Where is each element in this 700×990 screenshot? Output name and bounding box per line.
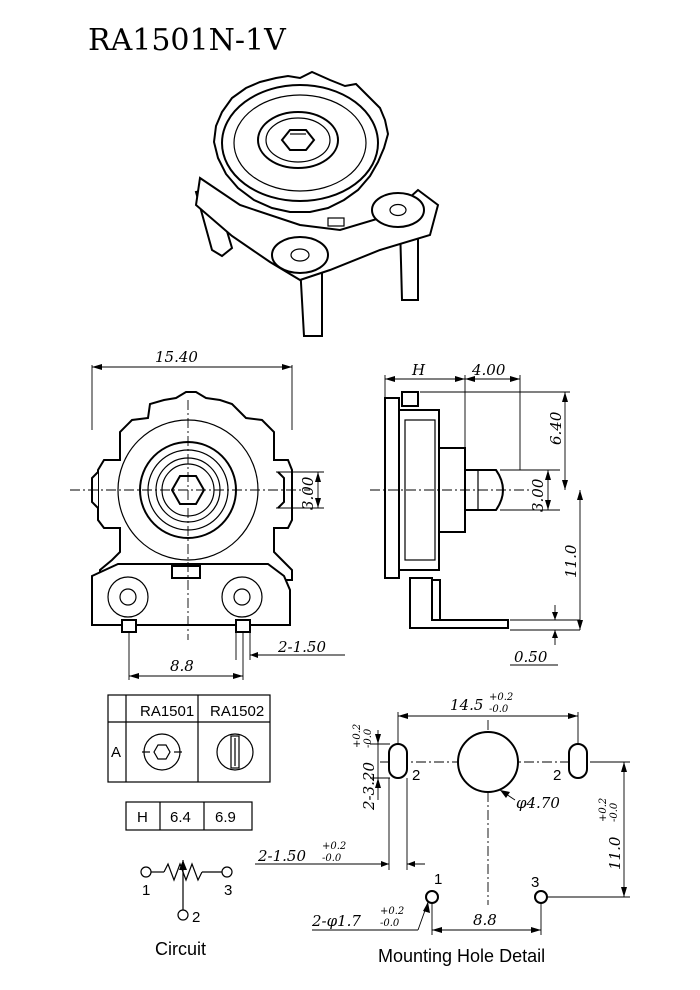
front-view: [70, 391, 310, 640]
mounting-slot-label: 2-3.20: [360, 762, 378, 811]
mounting-pin-spacing-label: 8.8: [473, 911, 497, 929]
mounting-slot-width-tol-low: -0.0: [322, 853, 342, 864]
circuit-caption: Circuit: [155, 939, 206, 959]
front-pin-width-label: 2-1.50: [277, 638, 326, 656]
mounting-label-2-left: 2: [412, 767, 420, 784]
side-h-label: H: [411, 361, 426, 379]
mounting-slot-tol: +0.2: [352, 724, 363, 748]
mounting-width-tol-low: -0.0: [489, 704, 509, 715]
side-height-label: 11.0: [562, 544, 580, 578]
side-thickness-label: 0.50: [514, 648, 548, 666]
mounting-hole-detail: 1 2 2 3 14.5 +0.2 -0.0 2-3.20 +0.2 -0.0 …: [255, 692, 630, 966]
side-view: [370, 391, 530, 629]
h-table-label: H: [137, 809, 148, 826]
mounting-width-label: 14.5: [450, 696, 483, 714]
circuit-pin-2: 2: [192, 909, 200, 926]
mounting-hole-diameter-label: φ4.70: [516, 794, 560, 812]
mounting-label-1: 1: [434, 871, 442, 888]
circuit-diagram: 1 2 3 Circuit: [140, 860, 233, 959]
mounting-slot-width-tol: +0.2: [322, 841, 346, 852]
circuit-pin-1: 1: [142, 882, 150, 899]
mounting-pin-hole-label: 2-φ1.7: [311, 912, 361, 930]
h-table-value-a: 6.4: [170, 809, 191, 826]
mounting-label-3: 3: [531, 874, 539, 891]
mounting-slot-tol-low: -0.0: [363, 728, 374, 748]
mounting-pin-hole-tol: +0.2: [380, 906, 404, 917]
mounting-width-tol: +0.2: [489, 692, 513, 703]
mounting-label-2-right: 2: [553, 767, 561, 784]
h-table-value-b: 6.9: [215, 809, 236, 826]
shaft-type-table: RA1501 RA1502 A: [107, 694, 271, 783]
mounting-caption: Mounting Hole Detail: [378, 946, 545, 966]
part-number-title: RA1501N-1V: [88, 23, 287, 58]
front-pin-spacing-label: 8.8: [170, 657, 194, 675]
table-header-ra1501: RA1501: [140, 703, 194, 720]
front-width-label: 15.40: [155, 348, 198, 366]
front-view-dimensions: 15.40 3.00 8.8 2-1.50: [91, 348, 345, 680]
mounting-height-label: 11.0: [606, 836, 624, 870]
mounting-height-tol-low: -0.0: [609, 802, 620, 822]
h-value-table: H 6.4 6.9: [125, 801, 253, 831]
circuit-pin-3: 3: [224, 882, 232, 899]
side-shaft-label: 3.00: [529, 478, 547, 512]
isometric-view: [194, 70, 440, 337]
mounting-slot-width-label: 2-1.50: [257, 847, 306, 865]
mounting-height-tol: +0.2: [598, 798, 609, 822]
side-offset-label: 4.00: [471, 361, 506, 379]
table-row-label-a: A: [111, 744, 121, 761]
front-shaft-label: 3.00: [299, 476, 317, 510]
side-view-dimensions: H 4.00 6.40 3.00 11.0 0.50: [384, 361, 583, 666]
side-height-top-label: 6.40: [547, 411, 565, 445]
mounting-pin-hole-tol-low: -0.0: [380, 918, 400, 929]
table-header-ra1502: RA1502: [210, 703, 264, 720]
